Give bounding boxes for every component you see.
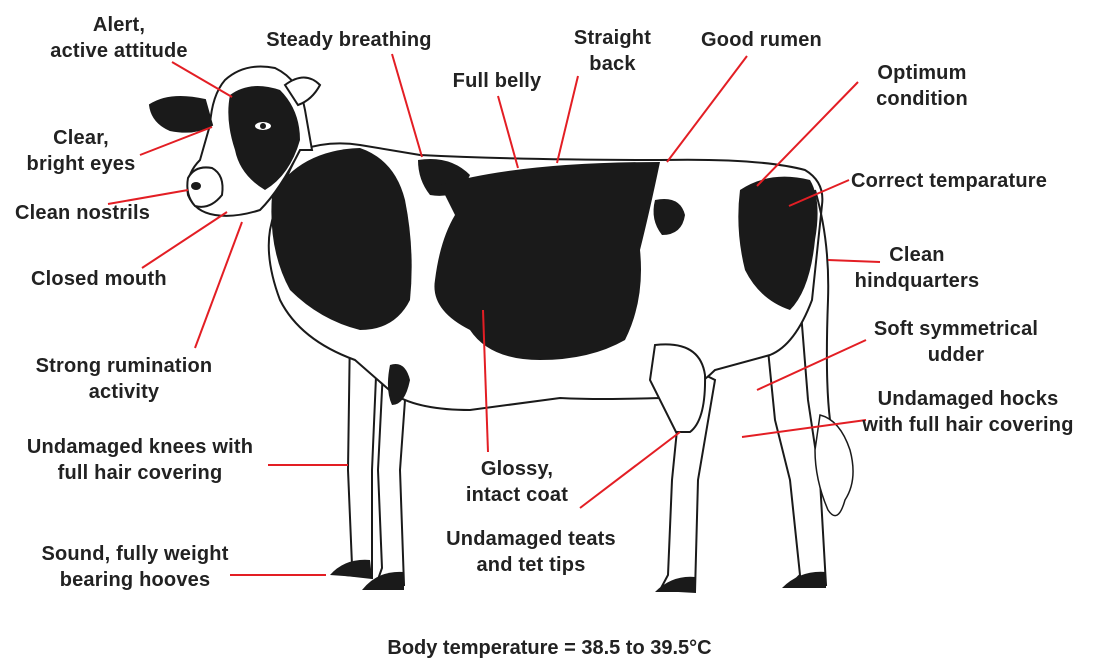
label-alert-active-attitude: Alert, active attitude (24, 12, 214, 64)
label-steady-breathing: Steady breathing (248, 27, 450, 53)
leader-closed-mouth (142, 212, 227, 268)
label-straight-back: Straight back (555, 25, 670, 77)
label-optimum-condition: Optimum condition (856, 60, 988, 112)
label-undamaged-teats: Undamaged teats and tet tips (428, 526, 634, 578)
label-good-rumen: Good rumen (684, 27, 839, 53)
label-glossy-intact-coat: Glossy, intact coat (446, 456, 588, 508)
label-undamaged-hocks: Undamaged hocks with full hair covering (842, 386, 1094, 438)
leader-steady-breathing (392, 54, 422, 157)
body-temperature-footer: Body temperature = 38.5 to 39.5°C (0, 637, 1099, 660)
label-clean-nostrils: Clean nostrils (15, 200, 150, 226)
leader-alert (172, 62, 232, 97)
label-full-belly: Full belly (436, 68, 558, 94)
label-undamaged-knees: Undamaged knees with full hair covering (4, 434, 276, 486)
label-clean-hindquarters: Clean hindquarters (838, 242, 996, 294)
leader-undamaged-teats (580, 432, 680, 508)
leader-strong-rumination (195, 222, 242, 348)
cow-udder (650, 344, 705, 432)
label-strong-rumination: Strong rumination activity (10, 353, 238, 405)
label-correct-temperature: Correct temparature (851, 168, 1047, 194)
label-soft-symmetrical-udder: Soft symmetrical udder (856, 316, 1056, 368)
label-sound-hooves: Sound, fully weight bearing hooves (20, 541, 250, 593)
label-closed-mouth: Closed mouth (31, 266, 167, 292)
leader-straight-back (557, 76, 578, 163)
leader-good-rumen (667, 56, 747, 162)
label-clear-bright-eyes: Clear, bright eyes (10, 125, 152, 177)
